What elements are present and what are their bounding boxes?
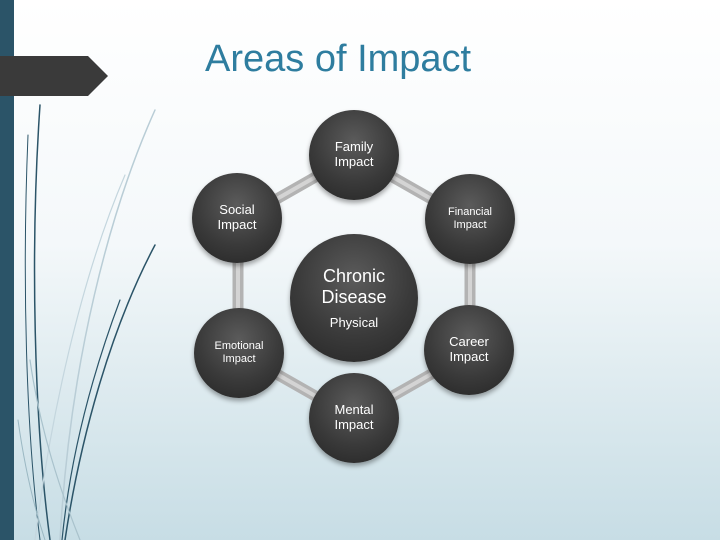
chronic-disease-center-node: Chronic Disease Physical (290, 234, 418, 362)
arrow-tab-decoration (0, 56, 108, 96)
financial-impact-label: Financial Impact (447, 206, 493, 231)
social-impact-label: Social Impact (217, 202, 257, 232)
career-impact-label: Career Impact (449, 334, 489, 364)
center-sublabel: Physical (329, 315, 379, 331)
family-impact-label: Family Impact (334, 139, 374, 169)
career-impact-node: Career Impact (424, 305, 514, 395)
mental-impact-label: Mental Impact (334, 402, 374, 432)
emotional-impact-node: Emotional Impact (194, 308, 284, 398)
center-label: Chronic Disease (321, 265, 387, 307)
left-accent-bar (0, 0, 14, 540)
financial-impact-node: Financial Impact (425, 174, 515, 264)
social-impact-node: Social Impact (192, 173, 282, 263)
mental-impact-node: Mental Impact (309, 373, 399, 463)
family-impact-node: Family Impact (309, 110, 399, 200)
emotional-impact-label: Emotional Impact (214, 340, 264, 365)
slide-title: Areas of Impact (205, 38, 472, 80)
